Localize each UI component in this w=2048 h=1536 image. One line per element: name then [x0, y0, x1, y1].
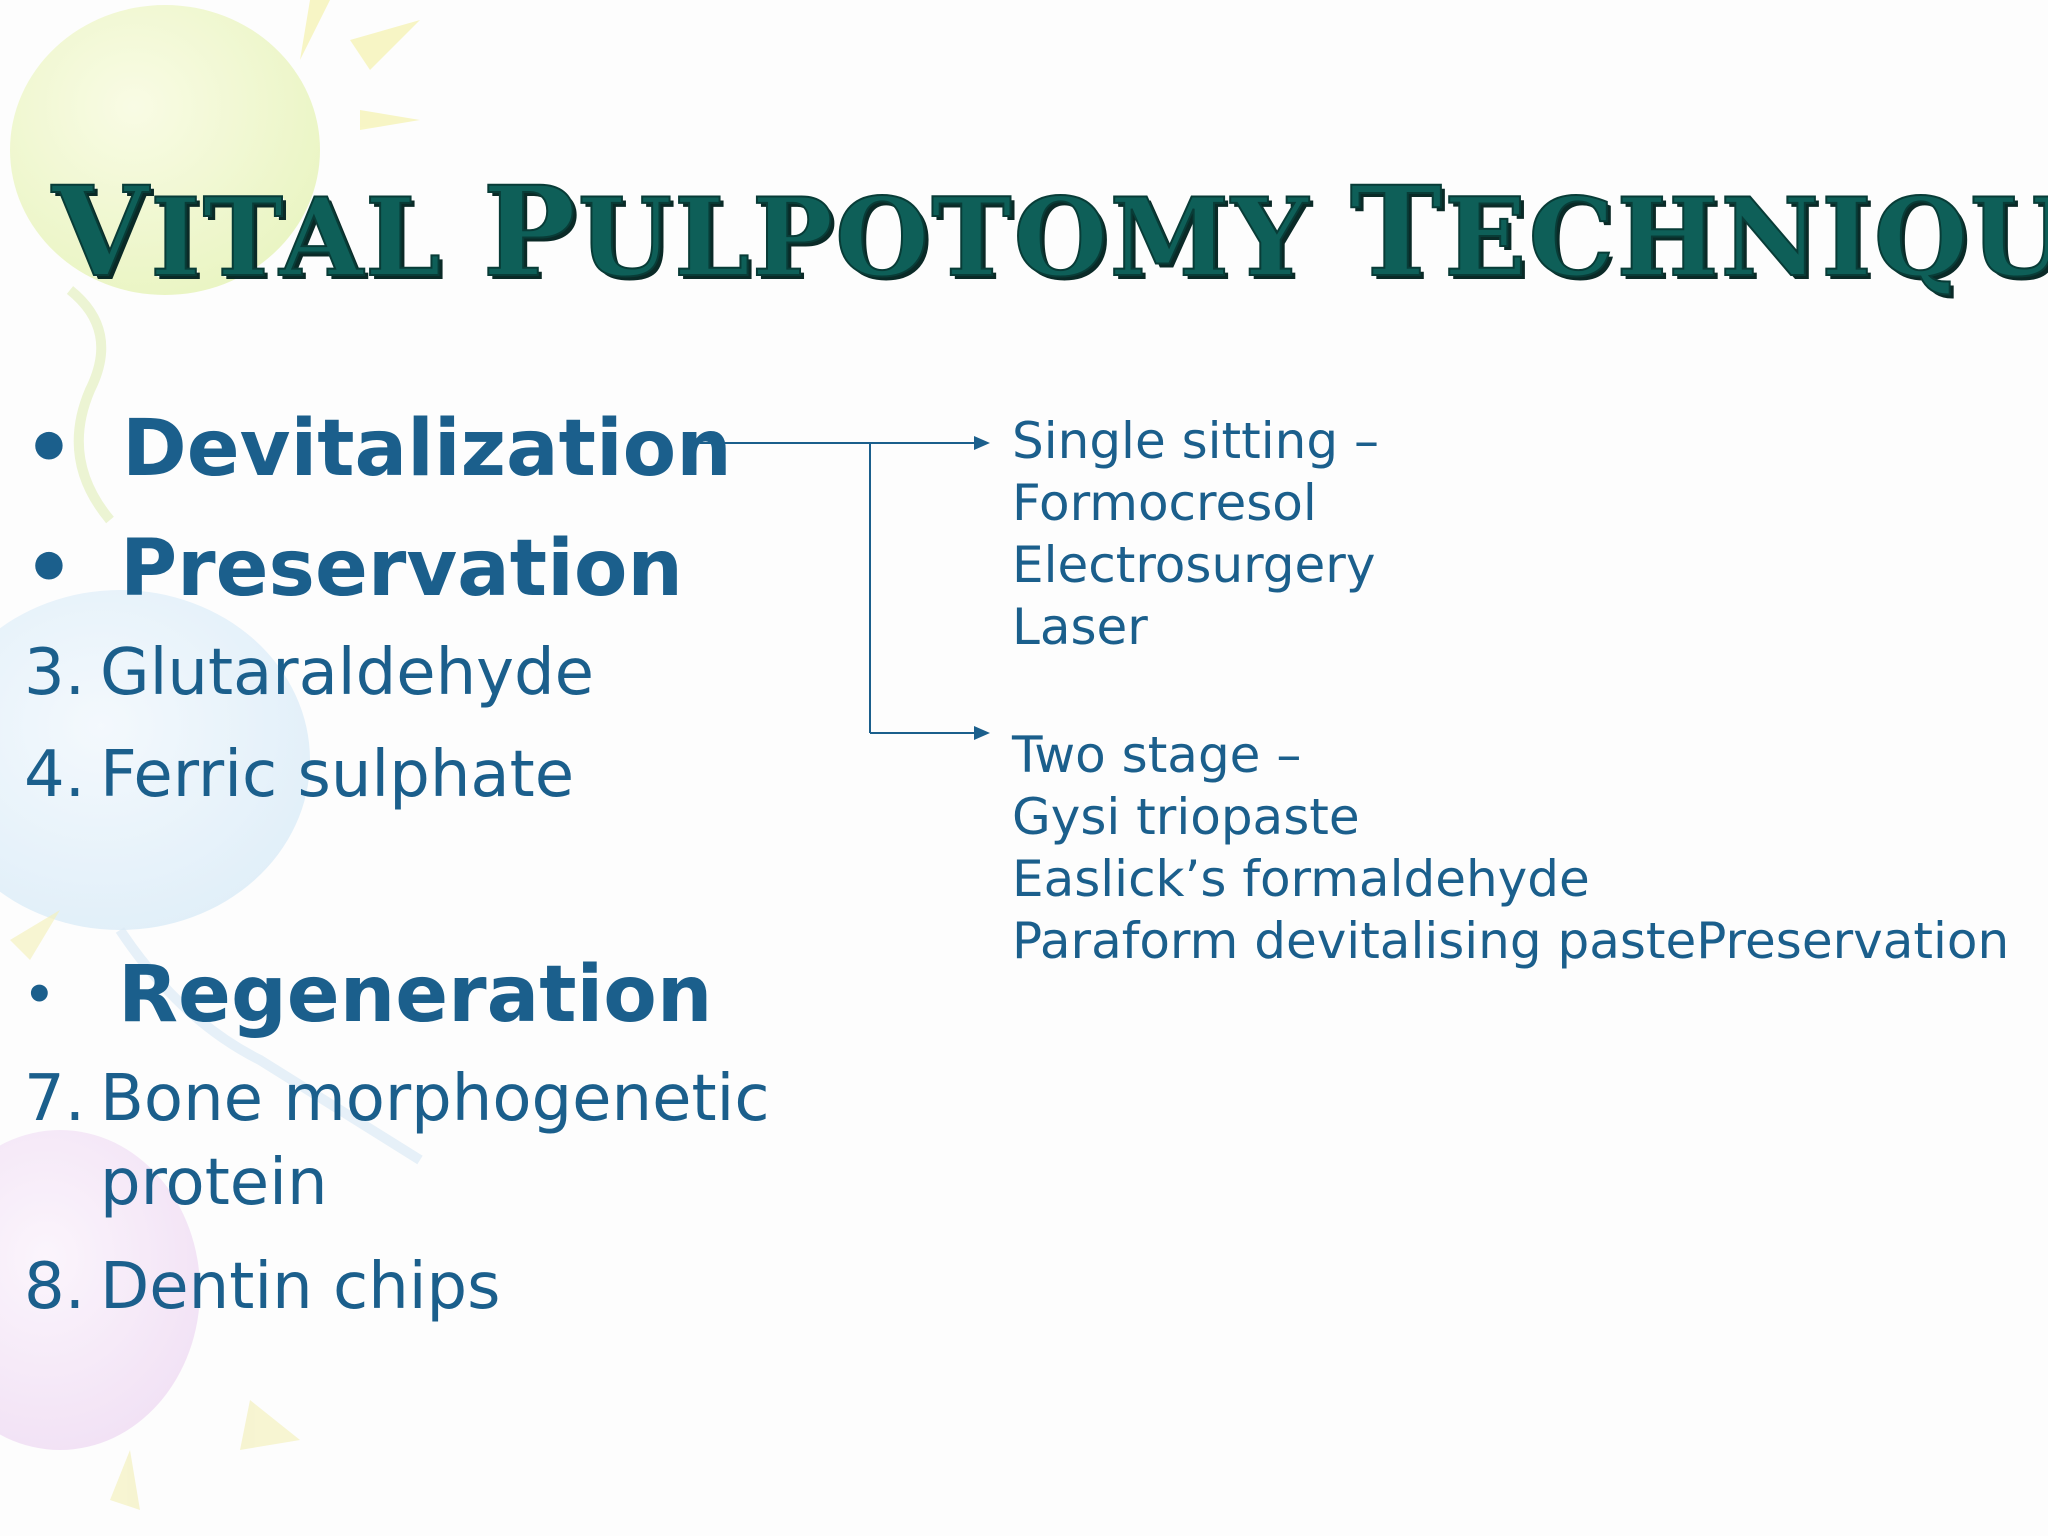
list-item: Paraform devitalising pastePreservation: [1012, 912, 2010, 970]
title-initial-p: p: [482, 160, 578, 305]
glutaraldehyde-label: Glutaraldehyde: [100, 636, 594, 710]
list-item: Easlick’s formaldehyde: [1012, 850, 1590, 908]
list-item: Laser: [1012, 598, 1148, 656]
list-item-ferric-sulphate: 4. Ferric sulphate: [24, 738, 574, 812]
list-item: Formocresol: [1012, 474, 1317, 532]
protein-label: protein: [100, 1146, 328, 1220]
pink-balloon-decoration: [0, 1130, 200, 1450]
title-word-ital: ital: [149, 174, 483, 302]
slide-title: Vital pulpotomy technique: [51, 167, 2048, 303]
ferric-sulphate-label: Ferric sulphate: [100, 738, 575, 812]
list-item: Electrosurgery: [1012, 536, 1376, 594]
preservation-label: Preservation: [120, 524, 683, 614]
title-word-echnique: echnique: [1443, 174, 2048, 302]
list-item-preservation: • Preservation: [24, 524, 683, 614]
title-initial-v: V: [51, 160, 151, 305]
sun-rays-decoration: [300, 0, 420, 130]
item-number: 7.: [24, 1062, 86, 1136]
item-number: 4.: [24, 738, 86, 812]
single-sitting-heading: Single sitting –: [1012, 412, 1379, 470]
list-item-glutaraldehyde: 3. Glutaraldehyde: [24, 636, 594, 710]
item-number: 3.: [24, 636, 86, 710]
list-item-devitalization: • Devitalization: [24, 404, 732, 494]
yellow-balloon-decoration: [10, 5, 320, 295]
bullet-icon: •: [24, 524, 74, 614]
blue-balloon-decoration: [0, 590, 310, 930]
two-stage-heading: Two stage –: [1012, 726, 1302, 784]
title-initial-t: t: [1349, 160, 1445, 305]
list-item-regeneration: • Regeneration: [24, 950, 712, 1040]
list-item-dentin-chips: 8. Dentin chips: [24, 1250, 501, 1324]
bullet-icon: •: [24, 404, 74, 494]
item-number: 8.: [24, 1250, 86, 1324]
small-bullet-icon: •: [24, 967, 55, 1023]
title-word-ulpotomy: ulpotomy: [577, 174, 1350, 302]
arrow-head-icon: [974, 726, 990, 740]
dentin-chips-label: Dentin chips: [100, 1250, 501, 1324]
devitalization-label: Devitalization: [122, 404, 732, 494]
arrow-head-icon: [974, 436, 990, 450]
two-stage-block: Two stage – Gysi triopaste Easlick’s for…: [1012, 724, 2009, 972]
list-item: Gysi triopaste: [1012, 788, 1360, 846]
bone-morphogenetic-label: Bone morphogenetic: [100, 1062, 770, 1136]
regeneration-label: Regeneration: [118, 950, 713, 1040]
single-sitting-block: Single sitting – Formocresol Electrosurg…: [1012, 410, 1379, 658]
list-item-bone-morphogenetic-protein: 7. Bone morphogenetic protein: [24, 1062, 770, 1220]
